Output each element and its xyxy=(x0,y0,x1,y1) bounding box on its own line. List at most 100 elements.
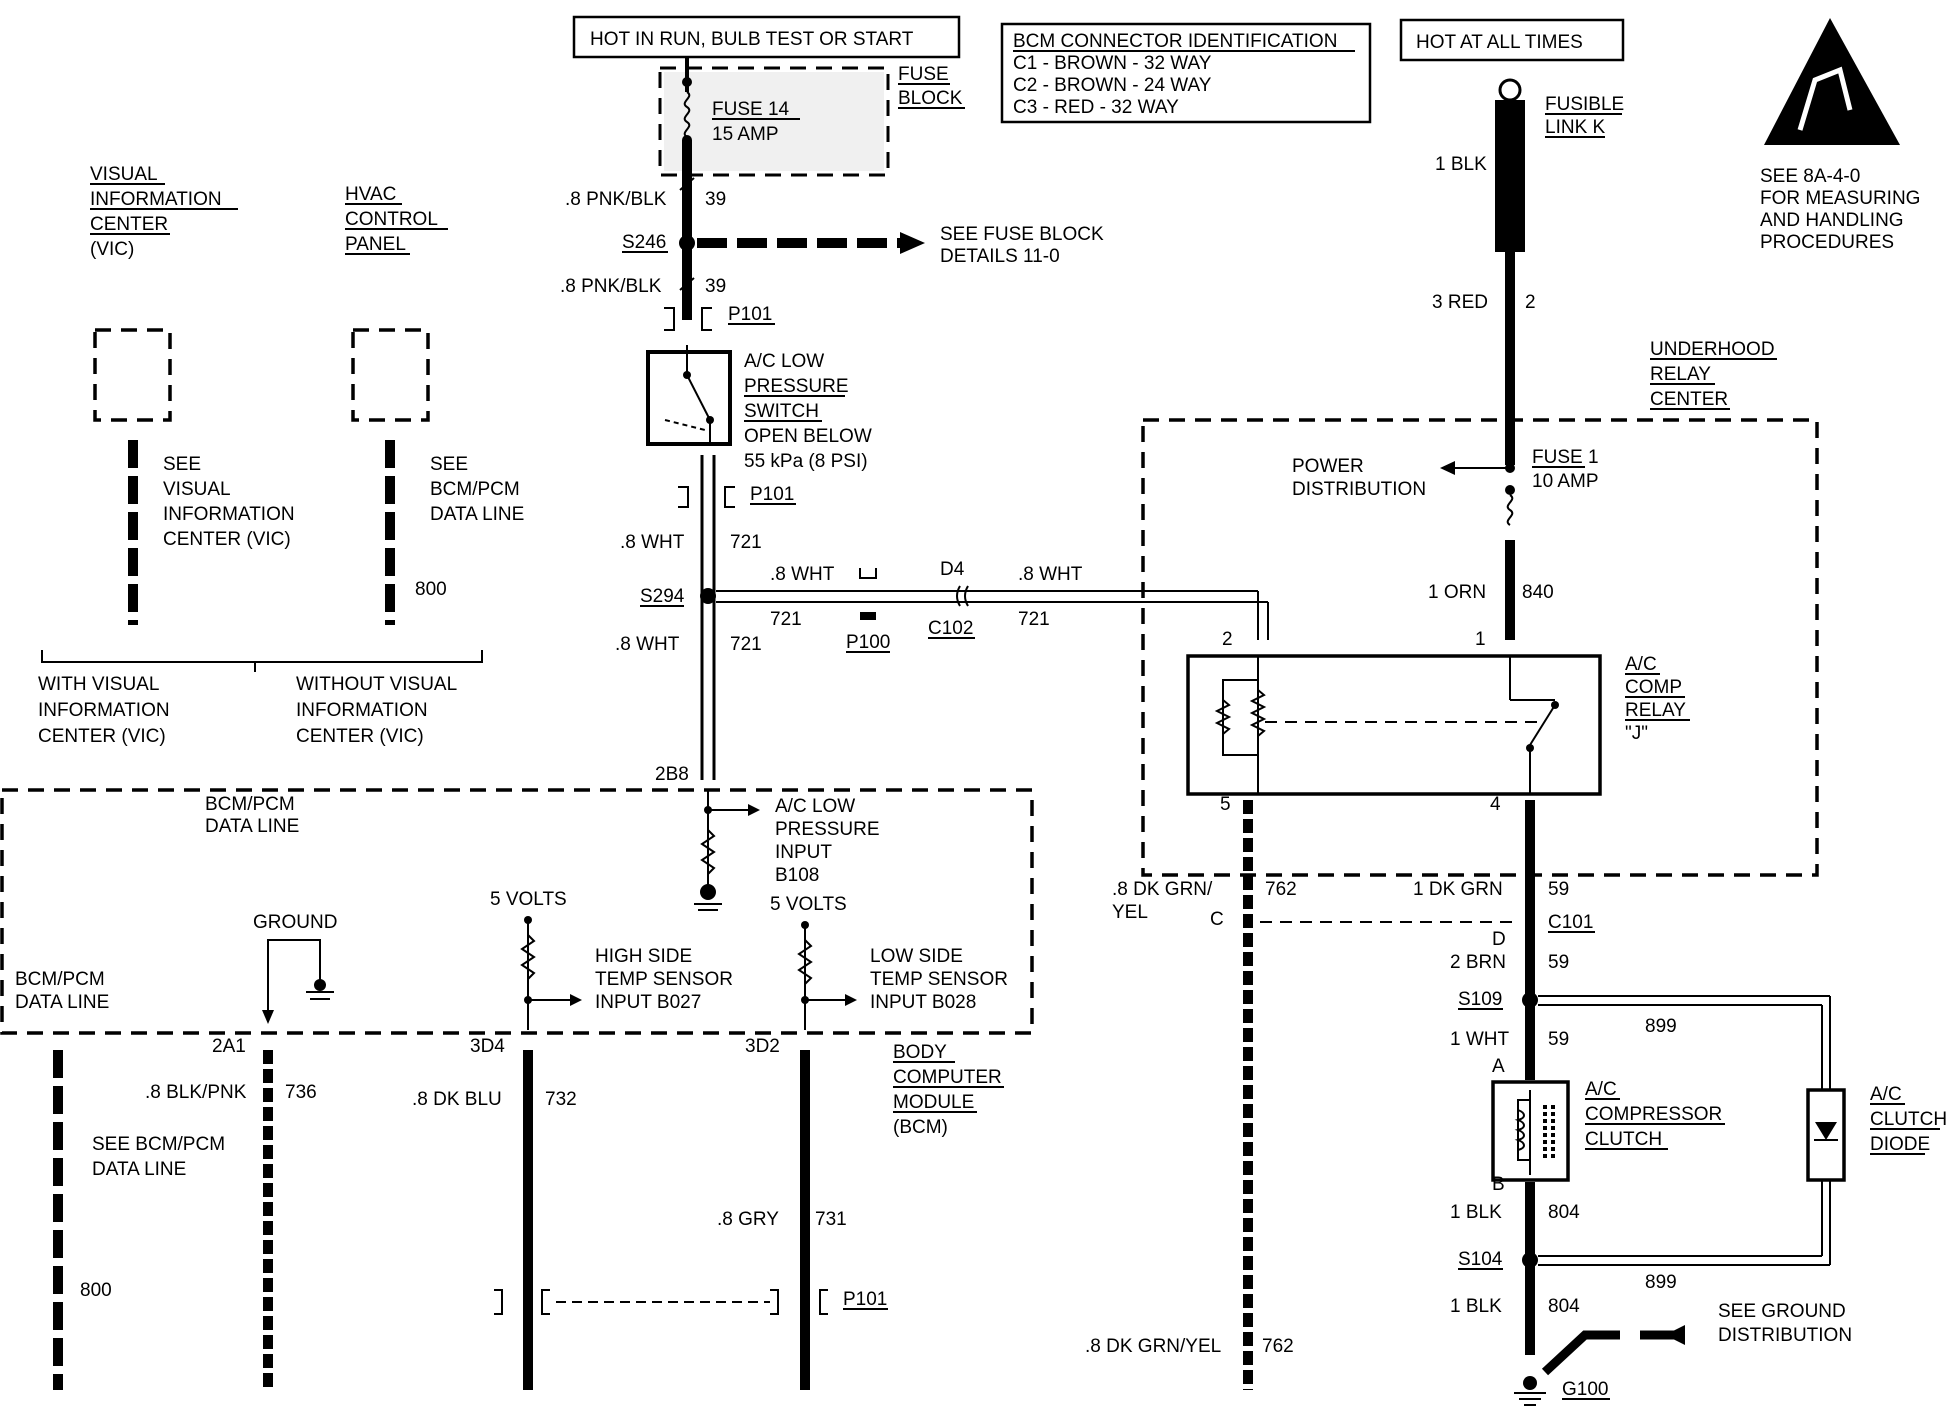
svg-text:WITHOUT VISUAL: WITHOUT VISUAL xyxy=(296,674,457,695)
svg-text:2B8: 2B8 xyxy=(655,764,689,785)
svg-text:PROCEDURES: PROCEDURES xyxy=(1760,232,1894,253)
svg-text:804: 804 xyxy=(1548,1202,1580,1223)
svg-text:POWER: POWER xyxy=(1292,456,1364,477)
svg-text:55 kPa (8 PSI): 55 kPa (8 PSI) xyxy=(744,451,868,472)
svg-text:39: 39 xyxy=(705,189,726,210)
fusible-link-k: FUSIBLE LINK K 1 BLK 3 RED 2 xyxy=(1432,78,1624,465)
svg-text:INPUT: INPUT xyxy=(775,842,832,863)
svg-text:1 BLK: 1 BLK xyxy=(1450,1202,1502,1223)
svg-text:2: 2 xyxy=(1525,292,1536,313)
vic-options-brace: WITH VISUAL INFORMATION CENTER (VIC) WIT… xyxy=(38,650,483,747)
svg-text:PRESSURE: PRESSURE xyxy=(744,376,849,397)
svg-text:1 BLK: 1 BLK xyxy=(1435,154,1487,175)
svg-text:.8 PNK/BLK: .8 PNK/BLK xyxy=(560,276,662,297)
svg-text:FUSE 1: FUSE 1 xyxy=(1532,447,1599,468)
esd-warning-icon xyxy=(1764,18,1900,145)
wire-762: .8 DK GRN/ YEL 762 C .8 DK GRN/YEL 762 xyxy=(1085,800,1520,1390)
svg-text:A/C: A/C xyxy=(1625,654,1657,675)
svg-text:BCM/PCM: BCM/PCM xyxy=(430,479,520,500)
svg-text:4: 4 xyxy=(1490,794,1501,815)
svg-text:FUSE 14: FUSE 14 xyxy=(712,99,790,120)
svg-text:VISUAL: VISUAL xyxy=(163,479,231,500)
ac-clutch-diode: A/C CLUTCH DIODE xyxy=(1806,1084,1946,1182)
svg-text:.8 WHT: .8 WHT xyxy=(1018,564,1083,585)
svg-text:DETAILS 11-0: DETAILS 11-0 xyxy=(940,246,1060,267)
svg-text:SWITCH: SWITCH xyxy=(744,401,819,422)
hot-all-times-box: HOT AT ALL TIMES xyxy=(1399,18,1625,62)
svg-text:INFORMATION: INFORMATION xyxy=(38,700,170,721)
svg-text:721: 721 xyxy=(730,532,762,553)
svg-text:1 WHT: 1 WHT xyxy=(1450,1029,1510,1050)
svg-text:.8 WHT: .8 WHT xyxy=(770,564,835,585)
svg-text:899: 899 xyxy=(1645,1016,1677,1037)
svg-text:(VIC): (VIC) xyxy=(90,239,134,260)
svg-text:UNDERHOOD: UNDERHOOD xyxy=(1650,339,1775,360)
svg-text:1 ORN: 1 ORN xyxy=(1428,582,1486,603)
svg-text:C: C xyxy=(1210,909,1224,930)
svg-text:GROUND: GROUND xyxy=(253,912,337,933)
svg-text:A/C LOW: A/C LOW xyxy=(775,796,855,817)
svg-text:C1 - BROWN - 32 WAY: C1 - BROWN - 32 WAY xyxy=(1013,53,1212,74)
svg-text:DATA LINE: DATA LINE xyxy=(15,992,109,1013)
svg-text:HOT AT ALL TIMES: HOT AT ALL TIMES xyxy=(1416,32,1583,53)
svg-text:OPEN BELOW: OPEN BELOW xyxy=(744,426,872,447)
svg-text:C2 - BROWN - 24 WAY: C2 - BROWN - 24 WAY xyxy=(1013,75,1212,96)
svg-text:732: 732 xyxy=(545,1089,577,1110)
svg-text:840: 840 xyxy=(1522,582,1554,603)
svg-text:CENTER: CENTER xyxy=(1650,389,1728,410)
svg-text:(BCM): (BCM) xyxy=(893,1117,948,1138)
hvac-module: HVAC CONTROL PANEL SEE BCM/PCM DATA LINE… xyxy=(345,184,524,625)
svg-text:INFORMATION: INFORMATION xyxy=(296,700,428,721)
svg-text:59: 59 xyxy=(1548,879,1569,900)
svg-text:1 BLK: 1 BLK xyxy=(1450,1296,1502,1317)
svg-text:59: 59 xyxy=(1548,952,1569,973)
svg-text:5 VOLTS: 5 VOLTS xyxy=(490,889,567,910)
svg-text:S109: S109 xyxy=(1458,989,1502,1010)
svg-text:AND HANDLING: AND HANDLING xyxy=(1760,210,1904,231)
svg-text:COMP: COMP xyxy=(1625,677,1682,698)
svg-text:.8 DK GRN/YEL: .8 DK GRN/YEL xyxy=(1085,1336,1221,1357)
svg-text:VISUAL: VISUAL xyxy=(90,164,158,185)
svg-text:CENTER (VIC): CENTER (VIC) xyxy=(38,726,166,747)
svg-text:RELAY: RELAY xyxy=(1650,364,1711,385)
svg-text:BLOCK: BLOCK xyxy=(898,88,963,109)
svg-text:804: 804 xyxy=(1548,1296,1580,1317)
svg-text:FOR MEASURING: FOR MEASURING xyxy=(1760,188,1920,209)
svg-text:HOT IN RUN, BULB TEST OR START: HOT IN RUN, BULB TEST OR START xyxy=(590,29,914,50)
svg-text:INPUT B028: INPUT B028 xyxy=(870,992,976,1013)
svg-text:HIGH SIDE: HIGH SIDE xyxy=(595,946,692,967)
svg-text:DISTRIBUTION: DISTRIBUTION xyxy=(1292,479,1426,500)
vic-module: VISUAL INFORMATION CENTER (VIC) SEE VISU… xyxy=(90,164,295,625)
svg-text:39: 39 xyxy=(705,276,726,297)
svg-text:.8 DK GRN/: .8 DK GRN/ xyxy=(1112,879,1213,900)
svg-text:DATA LINE: DATA LINE xyxy=(430,504,524,525)
svg-text:CLUTCH: CLUTCH xyxy=(1585,1129,1662,1150)
svg-text:721: 721 xyxy=(1018,609,1050,630)
svg-text:SEE 8A-4-0: SEE 8A-4-0 xyxy=(1760,166,1860,187)
svg-text:WITH VISUAL: WITH VISUAL xyxy=(38,674,159,695)
svg-text:P101: P101 xyxy=(728,304,772,325)
svg-text:A/C: A/C xyxy=(1585,1079,1617,1100)
svg-text:A/C: A/C xyxy=(1870,1084,1902,1105)
svg-text:59: 59 xyxy=(1548,1029,1569,1050)
svg-text:P101: P101 xyxy=(843,1289,887,1310)
svg-text:G100: G100 xyxy=(1562,1379,1608,1400)
svg-text:HVAC: HVAC xyxy=(345,184,396,205)
ac-low-pressure-switch: A/C LOW PRESSURE SWITCH OPEN BELOW 55 kP… xyxy=(646,345,872,472)
svg-text:762: 762 xyxy=(1265,879,1297,900)
svg-text:COMPRESSOR: COMPRESSOR xyxy=(1585,1104,1722,1125)
svg-text:MODULE: MODULE xyxy=(893,1092,974,1113)
svg-text:"J": "J" xyxy=(1625,723,1648,744)
svg-text:LOW SIDE: LOW SIDE xyxy=(870,946,963,967)
svg-text:CENTER (VIC): CENTER (VIC) xyxy=(163,529,291,550)
svg-text:3D2: 3D2 xyxy=(745,1036,780,1057)
svg-text:800: 800 xyxy=(415,579,447,600)
svg-text:INPUT B027: INPUT B027 xyxy=(595,992,701,1013)
svg-text:C3 - RED - 32 WAY: C3 - RED - 32 WAY xyxy=(1013,97,1179,118)
fuse-14: FUSE 14 15 AMP FUSE BLOCK xyxy=(658,58,965,177)
svg-text:D4: D4 xyxy=(940,559,965,580)
svg-text:C102: C102 xyxy=(928,618,973,639)
svg-text:A: A xyxy=(1492,1056,1505,1077)
svg-text:INFORMATION: INFORMATION xyxy=(90,189,222,210)
